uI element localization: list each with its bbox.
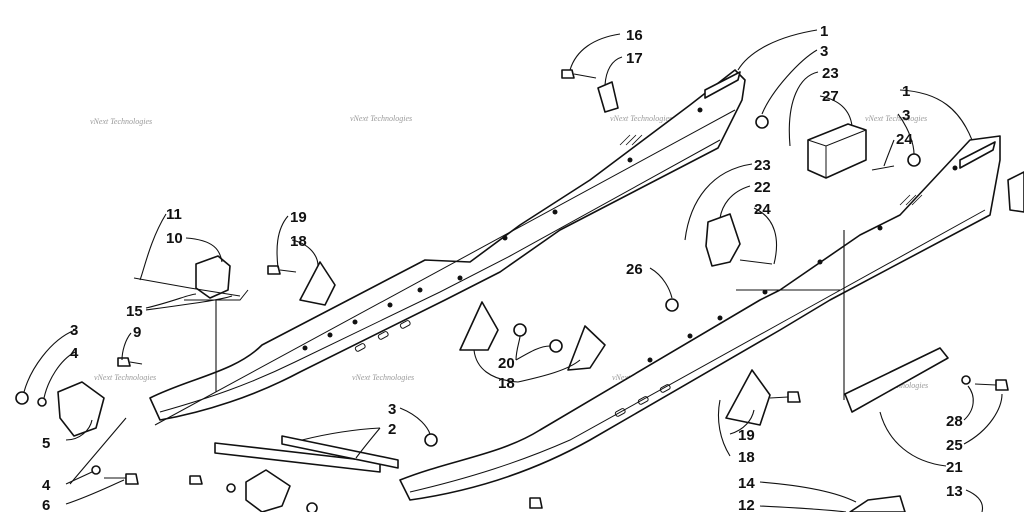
callout-18: 18 xyxy=(738,449,755,466)
callout-3: 3 xyxy=(70,322,78,339)
callout-28: 28 xyxy=(946,413,963,430)
callout-24: 24 xyxy=(754,201,771,218)
callout-4: 4 xyxy=(70,345,79,362)
watermark: vNext Technologies xyxy=(94,373,156,382)
callout-18: 18 xyxy=(498,375,515,392)
callout-22: 22 xyxy=(754,179,771,196)
callout-24: 24 xyxy=(896,131,913,148)
callout-17: 17 xyxy=(626,50,643,67)
callout-20: 20 xyxy=(498,355,515,372)
callout-6: 6 xyxy=(42,497,50,512)
callout-26: 26 xyxy=(626,261,643,278)
watermark: vNext Technologies xyxy=(865,114,927,123)
callout-23: 23 xyxy=(754,157,771,174)
watermark: vNext Technologies xyxy=(610,114,672,123)
hardware-parts xyxy=(15,69,1024,512)
callout-13: 13 xyxy=(946,483,963,500)
callout-5: 5 xyxy=(42,435,50,452)
callout-4: 4 xyxy=(42,477,51,494)
callout-1: 1 xyxy=(820,23,828,40)
callout-16: 16 xyxy=(626,27,643,44)
callout-19: 19 xyxy=(290,209,307,226)
callout-21: 21 xyxy=(946,459,963,476)
callout-3: 3 xyxy=(388,401,396,418)
leader-lines xyxy=(23,29,1003,512)
callout-11: 11 xyxy=(166,206,182,223)
callout-25: 25 xyxy=(946,437,963,454)
callout-12: 12 xyxy=(738,497,755,512)
right-slide-rail xyxy=(399,135,1001,501)
callout-2: 2 xyxy=(388,421,396,438)
callout-10: 10 xyxy=(166,230,183,247)
callout-15: 15 xyxy=(126,303,143,320)
callout-9: 9 xyxy=(133,324,141,341)
watermark: vNext Technologies xyxy=(352,373,414,382)
left-slide-rail xyxy=(149,69,746,426)
cross-shafts xyxy=(214,435,399,473)
callout-23: 23 xyxy=(822,65,839,82)
callout-27: 27 xyxy=(822,88,839,105)
watermark: vNext Technologies xyxy=(90,117,152,126)
callout-19: 19 xyxy=(738,427,755,444)
callout-18: 18 xyxy=(290,233,307,250)
watermark: vNext Technologies xyxy=(350,114,412,123)
callout-numbers: 1 3 16 17 23 27 1 3 24 23 22 24 11 10 19… xyxy=(42,23,963,512)
callout-1: 1 xyxy=(902,83,910,100)
callout-14: 14 xyxy=(738,475,755,492)
callout-3: 3 xyxy=(820,43,828,60)
callout-3: 3 xyxy=(902,107,910,124)
